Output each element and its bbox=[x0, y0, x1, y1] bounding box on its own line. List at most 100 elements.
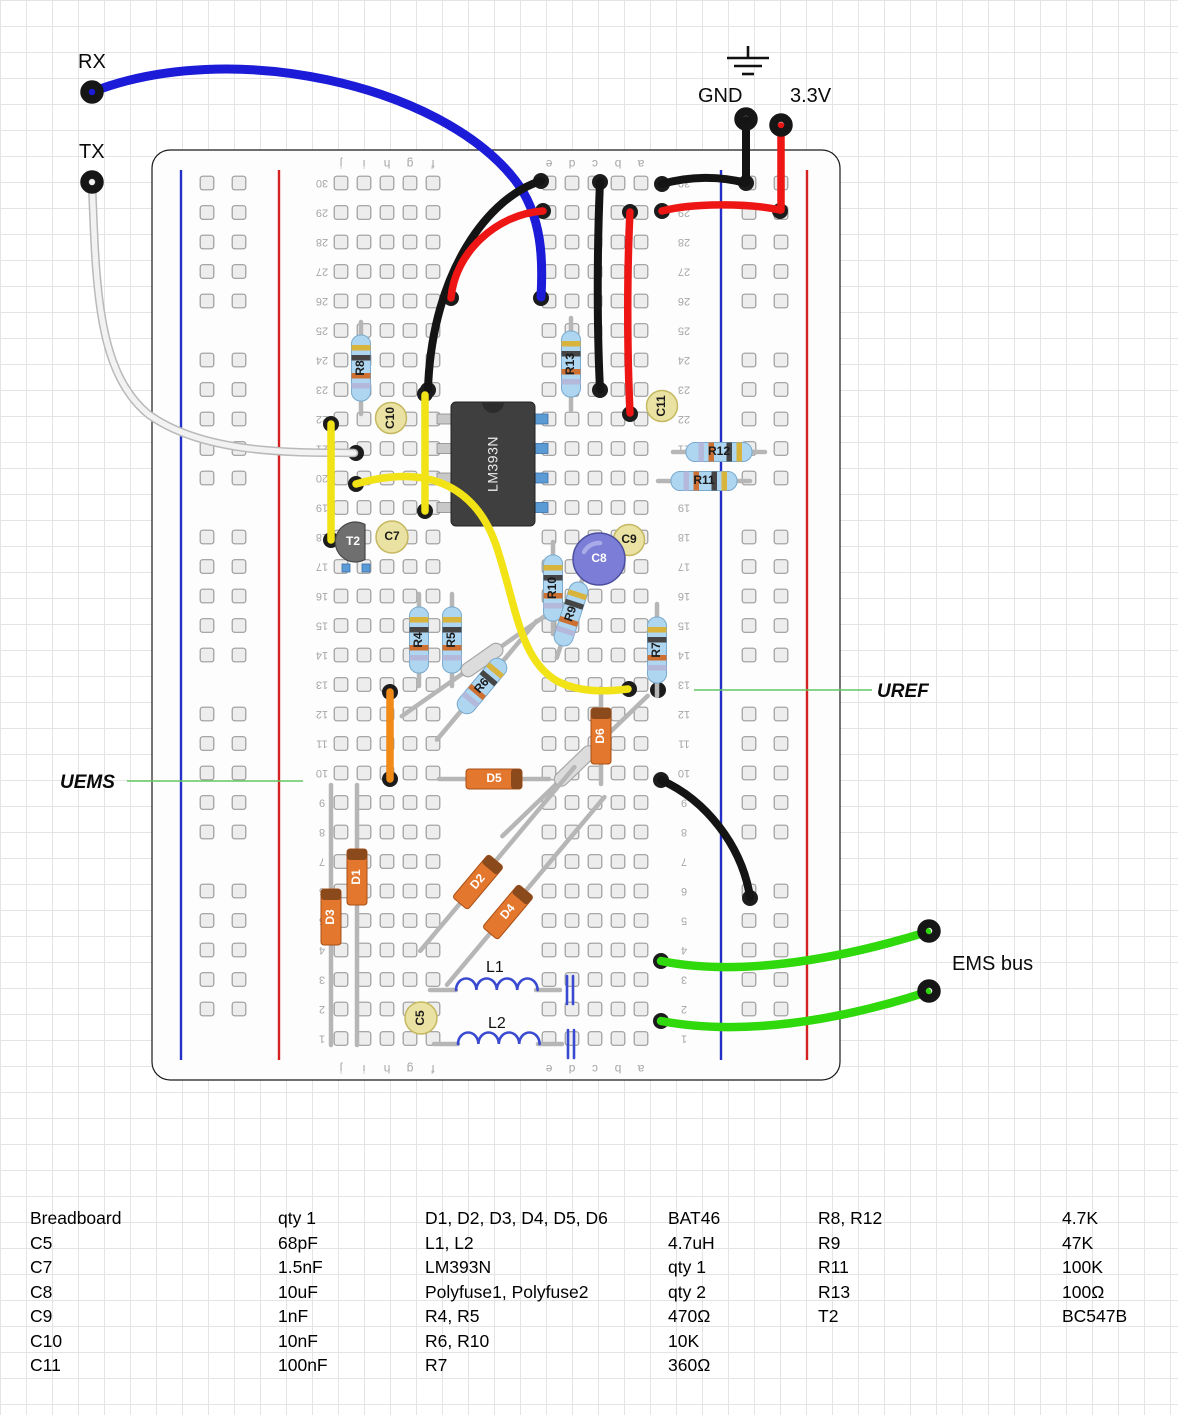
breadboard-hole bbox=[356, 264, 372, 279]
rail-hole bbox=[231, 972, 247, 987]
rail-hole bbox=[231, 942, 247, 958]
breadboard-hole bbox=[587, 854, 603, 869]
column-letter: f bbox=[431, 1062, 435, 1076]
svg-text:D1: D1 bbox=[349, 869, 363, 885]
breadboard-hole bbox=[587, 972, 603, 987]
bom-part-value: 1.5nF bbox=[278, 1257, 323, 1277]
breadboard-hole bbox=[333, 795, 349, 810]
breadboard-hole bbox=[425, 795, 441, 810]
rail-hole bbox=[773, 411, 789, 427]
rail-hole bbox=[741, 382, 757, 397]
capacitor-c7: C7 bbox=[375, 520, 409, 554]
breadboard-hole bbox=[402, 205, 418, 220]
row-number: 30 bbox=[316, 177, 328, 189]
breadboard-hole bbox=[633, 618, 649, 633]
rail-hole bbox=[773, 618, 789, 633]
breadboard-hole bbox=[425, 234, 441, 250]
breadboard-hole bbox=[356, 765, 372, 781]
breadboard-hole bbox=[356, 175, 372, 191]
breadboard-hole bbox=[610, 647, 626, 663]
rail-hole bbox=[741, 736, 757, 751]
diode-d6: D6 bbox=[590, 685, 612, 787]
ground-symbol-icon bbox=[727, 46, 769, 76]
wire-yellow-3 bbox=[352, 472, 632, 695]
breadboard-hole bbox=[402, 264, 418, 279]
breadboard-hole bbox=[402, 293, 418, 309]
pads-layer bbox=[80, 80, 941, 1003]
breadboard-hole bbox=[564, 411, 580, 427]
rail-hole bbox=[741, 293, 757, 309]
rail-hole bbox=[741, 588, 757, 604]
breadboard-hole bbox=[356, 293, 372, 309]
svg-text:C7: C7 bbox=[384, 529, 400, 543]
breadboard-hole bbox=[333, 1031, 349, 1046]
breadboard-hole bbox=[425, 529, 441, 545]
holes-layer bbox=[199, 175, 789, 1046]
rail-hole bbox=[773, 441, 789, 456]
inductor-l1: L1 bbox=[427, 959, 575, 1006]
rail-hole bbox=[231, 205, 247, 220]
breadboard-hole bbox=[610, 883, 626, 899]
row-number: 1 bbox=[681, 1033, 687, 1045]
row-number: 18 bbox=[678, 531, 690, 543]
rail-hole bbox=[231, 234, 247, 250]
rail-hole bbox=[199, 824, 215, 840]
breadboard-hole bbox=[610, 234, 626, 250]
rail-hole bbox=[199, 175, 215, 191]
row-number: 11 bbox=[678, 738, 689, 750]
rail-hole bbox=[773, 913, 789, 928]
column-letter: j bbox=[340, 157, 344, 171]
column-letter: h bbox=[384, 157, 391, 171]
breadboard-hole bbox=[564, 854, 580, 869]
breadboard-hole bbox=[402, 942, 418, 958]
breadboard-hole bbox=[425, 175, 441, 191]
breadboard-hole bbox=[379, 824, 395, 840]
svg-text:D5: D5 bbox=[486, 771, 502, 785]
diode-d2: D2 bbox=[417, 764, 577, 954]
breadboard-hole bbox=[610, 323, 626, 338]
breadboard bbox=[151, 149, 841, 1081]
wire-black-4 bbox=[657, 776, 754, 901]
bom-part-value: 10nF bbox=[278, 1330, 318, 1351]
inductor-l2: L2 bbox=[431, 1015, 576, 1060]
label-uref: UREF bbox=[877, 681, 930, 702]
rail-hole bbox=[199, 883, 215, 899]
breadboard-hole bbox=[541, 913, 557, 928]
bom-part-value: 68pF bbox=[278, 1232, 318, 1253]
breadboard-hole bbox=[610, 618, 626, 633]
breadboard-hole bbox=[610, 913, 626, 928]
breadboard-hole bbox=[564, 795, 580, 810]
bom-part-name: R11 bbox=[818, 1257, 849, 1277]
breadboard-hole bbox=[402, 500, 418, 515]
ic-notch bbox=[482, 402, 504, 413]
breadboard-hole bbox=[379, 323, 395, 338]
breadboard-hole bbox=[610, 765, 626, 781]
breadboard-hole bbox=[633, 234, 649, 250]
bom-part-value: 360Ω bbox=[668, 1355, 711, 1375]
svg-text:C8: C8 bbox=[591, 551, 607, 565]
rail-hole bbox=[773, 529, 789, 545]
rail-hole bbox=[199, 529, 215, 545]
row-number: 19 bbox=[678, 502, 690, 514]
wire-tx-white bbox=[89, 179, 357, 456]
breadboard-hole bbox=[379, 382, 395, 397]
wire-black-2 bbox=[593, 178, 604, 393]
breadboard-hole bbox=[379, 1001, 395, 1017]
rail-hole bbox=[199, 411, 215, 427]
breadboard-hole bbox=[541, 1001, 557, 1017]
bom-part-value: qty 1 bbox=[278, 1208, 316, 1228]
breadboard-hole bbox=[356, 736, 372, 751]
breadboard-hole bbox=[541, 352, 557, 368]
breadboard-hole bbox=[356, 677, 372, 692]
rail-hole bbox=[741, 706, 757, 722]
breadboard-hole bbox=[610, 736, 626, 751]
column-letter: g bbox=[407, 157, 414, 171]
rail-hole bbox=[773, 293, 789, 309]
